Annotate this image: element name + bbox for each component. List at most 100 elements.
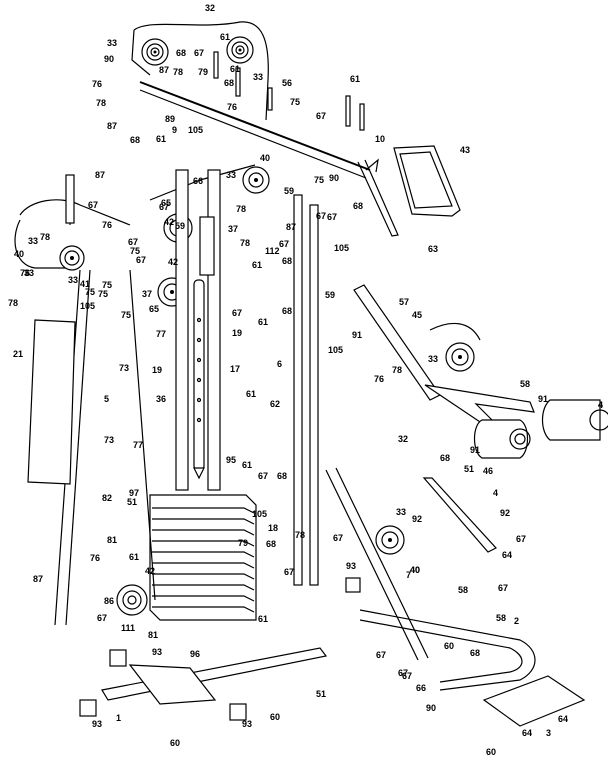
part-number-label: 67 — [194, 48, 204, 58]
part-number-label: 63 — [428, 244, 438, 254]
part-number-label: 65 — [149, 304, 159, 314]
seat-pad-21 — [27, 319, 76, 485]
part-number-label: 6 — [277, 359, 282, 369]
part-number-label: 87 — [286, 222, 296, 232]
part-number-label: 76 — [374, 374, 384, 384]
base-frame-1 — [101, 647, 328, 705]
part-number-label: 67 — [316, 111, 326, 121]
part-number-label: 93 — [242, 719, 252, 729]
part-number-label: 111 — [121, 623, 135, 633]
part-number-label: 95 — [226, 455, 236, 465]
part-number-label: 112 — [265, 246, 280, 256]
part-number-label: 73 — [104, 435, 114, 445]
part-number-label: 5 — [104, 394, 109, 404]
part-number-label: 33 — [28, 236, 38, 246]
part-number-label: 81 — [148, 630, 158, 640]
part-number-label: 61 — [252, 260, 262, 270]
part-number-label: 64 — [522, 728, 532, 738]
part-number-label: 92 — [500, 508, 510, 518]
part-number-label: 62 — [270, 399, 280, 409]
part-number-label: 90 — [426, 703, 436, 713]
back-pad-43 — [393, 145, 461, 217]
part-number-label: 18 — [268, 523, 278, 533]
part-number-label: 67 — [258, 471, 268, 481]
part-number-label: 4 — [598, 400, 603, 410]
part-number-label: 64 — [502, 550, 512, 560]
part-number-label: 2 — [514, 616, 519, 626]
weight-plate — [152, 584, 255, 591]
part-number-label: 68 — [282, 256, 292, 266]
part-number-label: 46 — [483, 466, 493, 476]
part-number-label: 78 — [392, 365, 402, 375]
part-number-label: 78 — [8, 298, 18, 308]
weight-plate — [152, 573, 255, 580]
part-number-label: 1 — [116, 713, 121, 723]
pulley-33-right — [429, 322, 481, 372]
part-number-label: 76 — [90, 553, 100, 563]
foot-plate-3 — [482, 675, 586, 727]
weight-plate — [152, 529, 255, 536]
weight-plate — [152, 540, 255, 547]
part-number-label: 36 — [156, 394, 166, 404]
part-number-label: 61 — [230, 64, 240, 74]
part-number-label: 67 — [333, 533, 343, 543]
bolts-top — [213, 51, 365, 131]
part-number-label: 56 — [282, 78, 292, 88]
part-number-label: 97 — [129, 488, 139, 498]
part-number-label: 67 — [88, 200, 98, 210]
pin-95 — [193, 467, 205, 480]
part-number-label: 68 — [353, 201, 363, 211]
part-number-label: 61 — [258, 317, 268, 327]
part-number-label: 33 — [396, 507, 406, 517]
pulley-top-left — [141, 38, 169, 66]
part-number-label: 78 — [240, 238, 250, 248]
part-number-label: 61 — [258, 614, 268, 624]
part-number-label: 45 — [412, 310, 422, 320]
part-number-label: 86 — [104, 596, 114, 606]
part-number-label: 10 — [375, 134, 385, 144]
part-number-label: 87 — [33, 574, 43, 584]
carriage-37 — [199, 216, 215, 276]
part-number-label: 75 — [130, 246, 140, 256]
part-number-label: 66 — [416, 683, 426, 693]
part-number-label: 40 — [410, 565, 420, 575]
part-number-label: 64 — [558, 714, 568, 724]
part-number-label: 42 — [164, 217, 174, 227]
part-number-label: 75 — [102, 280, 112, 290]
part-number-label: 87 — [107, 121, 117, 131]
part-number-label: 61 — [156, 134, 166, 144]
part-number-label: 105 — [328, 345, 343, 355]
selector-rod-17 — [193, 279, 205, 471]
part-number-label: 67 — [232, 308, 242, 318]
part-number-label: 9 — [172, 125, 177, 135]
part-number-label: 78 — [40, 232, 50, 242]
part-number-label: 77 — [156, 329, 166, 339]
part-number-label: 60 — [486, 747, 496, 757]
part-number-label: 51 — [316, 689, 326, 699]
part-number-label: 93 — [92, 719, 102, 729]
part-number-label: 75 — [290, 97, 300, 107]
part-number-label: 33 — [68, 275, 78, 285]
pulley-top-right — [226, 36, 254, 64]
part-number-label: 87 — [159, 65, 169, 75]
part-number-label: 19 — [232, 328, 242, 338]
part-number-label: 67 — [97, 613, 107, 623]
part-number-label: 42 — [168, 257, 178, 267]
part-number-label: 37 — [228, 224, 238, 234]
roller-pads-46 — [473, 399, 608, 459]
part-number-label: 59 — [175, 221, 185, 231]
part-number-label: 76 — [102, 220, 112, 230]
part-number-label: 67 — [284, 567, 294, 577]
part-number-label: 78 — [173, 67, 183, 77]
part-number-label: 67 — [279, 239, 289, 249]
part-number-label: 79 — [238, 538, 248, 548]
part-number-label: 68 — [470, 648, 480, 658]
part-number-label: 33 — [24, 268, 34, 278]
part-number-label: 105 — [334, 243, 349, 253]
part-number-label: 68 — [224, 78, 234, 88]
part-number-label: 4 — [598, 400, 603, 410]
weight-plate — [152, 518, 255, 525]
part-number-label: 67 — [402, 671, 412, 681]
part-number-label: 40 — [410, 565, 420, 575]
